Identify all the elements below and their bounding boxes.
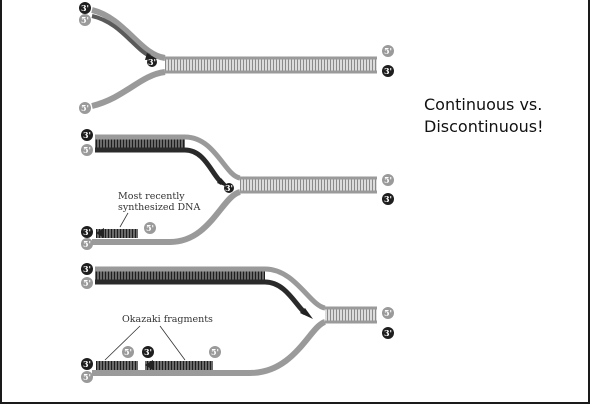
label-pointer: [119, 212, 129, 228]
lower-parental-strand: [92, 319, 327, 376]
svg-text:3': 3': [384, 66, 392, 76]
svg-text:5': 5': [83, 278, 91, 288]
fork-panel-1: 3' 5' 3' 5' 3' 5': [79, 2, 394, 114]
fork-panel-3: Okazaki fragments 3' 5' 5' 3' 5' 3' 5' 3…: [81, 263, 394, 383]
slide-caption: Continuous vs. Discontinuous!: [424, 94, 589, 138]
badge-3prime: 3': [147, 57, 157, 67]
svg-text:3': 3': [225, 183, 233, 193]
upper-parental-strand: [91, 7, 166, 61]
svg-text:5': 5': [211, 347, 219, 357]
badge-5prime: 5': [122, 346, 134, 358]
caption-line-2: Discontinuous!: [424, 117, 544, 136]
badge-5prime: 5': [81, 144, 93, 156]
svg-text:5': 5': [384, 46, 392, 56]
lower-parental-strand: [91, 69, 166, 109]
badge-3prime: 3': [81, 358, 93, 370]
svg-text:3': 3': [83, 264, 91, 274]
okazaki-fragment: [96, 361, 138, 370]
recent-dna-label: synthesized DNA: [118, 202, 200, 213]
badge-3prime: 3': [79, 2, 91, 14]
lower-parental-strand: [92, 189, 242, 245]
svg-text:5': 5': [81, 15, 89, 25]
badge-5prime: 5': [81, 277, 93, 289]
lagging-strand-arrow: [145, 360, 153, 370]
duplex-segment: [240, 178, 377, 192]
badge-5prime: 5': [382, 45, 394, 57]
badge-5prime: 5': [79, 14, 91, 26]
badge-3prime: 3': [224, 183, 234, 193]
badge-5prime: 5': [81, 238, 93, 250]
badge-3prime: 3': [142, 346, 154, 358]
badge-3prime: 3': [382, 327, 394, 339]
lagging-fragment: [96, 229, 138, 238]
leading-strand: [95, 147, 224, 185]
badge-3prime: 3': [382, 65, 394, 77]
svg-text:3': 3': [83, 227, 91, 237]
badge-5prime: 5': [382, 307, 394, 319]
leading-strand-arrow: [300, 308, 313, 319]
badge-5prime: 5': [81, 371, 93, 383]
label-pointer: [104, 325, 141, 361]
fork-panel-2: Most recently synthesized DNA 3' 5' 3' 5…: [81, 129, 394, 250]
badge-3prime: 3': [81, 263, 93, 275]
svg-text:5': 5': [81, 103, 89, 113]
lagging-strand-arrow: [96, 228, 104, 238]
svg-text:5': 5': [124, 347, 132, 357]
svg-text:3': 3': [148, 57, 156, 67]
upper-parental-strand: [95, 134, 241, 181]
caption-line-1: Continuous vs.: [424, 95, 543, 114]
svg-text:5': 5': [384, 308, 392, 318]
svg-text:3': 3': [384, 194, 392, 204]
svg-text:5': 5': [83, 239, 91, 249]
badge-3prime: 3': [81, 129, 93, 141]
label-pointer: [159, 325, 186, 361]
svg-text:3': 3': [384, 328, 392, 338]
okazaki-label: Okazaki fragments: [122, 314, 213, 325]
svg-text:5': 5': [83, 372, 91, 382]
badge-5prime: 5': [382, 174, 394, 186]
svg-text:3': 3': [83, 130, 91, 140]
badge-3prime: 3': [382, 193, 394, 205]
badge-5prime: 5': [209, 346, 221, 358]
svg-text:3': 3': [81, 3, 89, 13]
svg-text:3': 3': [83, 359, 91, 369]
svg-text:5': 5': [384, 175, 392, 185]
badge-5prime: 5': [144, 222, 156, 234]
duplex-segment: [325, 308, 377, 322]
svg-text:5': 5': [83, 145, 91, 155]
upper-parental-strand: [95, 266, 326, 311]
badge-5prime: 5': [79, 102, 91, 114]
duplex-segment: [165, 58, 377, 72]
badge-3prime: 3': [81, 226, 93, 238]
svg-text:5': 5': [146, 223, 154, 233]
replication-fork-diagram: 3' 5' 3' 5' 3' 5' Most recently synthesi…: [79, 2, 394, 383]
svg-text:3': 3': [144, 347, 152, 357]
leading-strand: [95, 279, 307, 315]
recent-dna-label: Most recently: [118, 191, 185, 202]
okazaki-fragment: [145, 361, 213, 370]
